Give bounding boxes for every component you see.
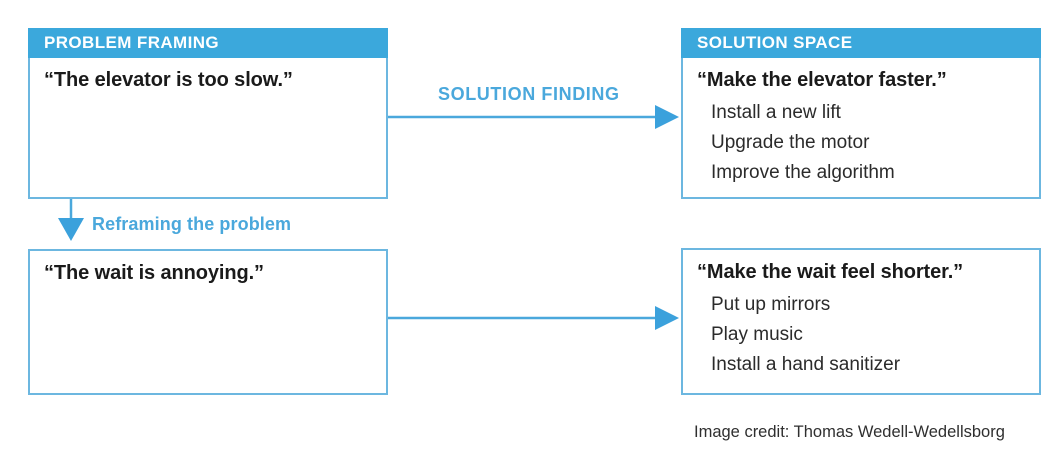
solution-statement-1: “Make the elevator faster.” [697, 69, 947, 91]
solution-space-header: SOLUTION SPACE [681, 28, 1041, 58]
reframing-label: Reframing the problem [92, 214, 292, 234]
problem-statement-1: “The elevator is too slow.” [44, 69, 293, 91]
solution-space-header-label: SOLUTION SPACE [697, 33, 853, 52]
list-item: Install a new lift [711, 101, 841, 123]
arrow-solution-finding [388, 105, 679, 129]
list-item: Install a hand sanitizer [711, 353, 901, 375]
problem-statement-2: “The wait is annoying.” [44, 262, 264, 284]
list-item: Put up mirrors [711, 293, 831, 315]
list-item: Play music [711, 323, 803, 345]
arrow-solution-finding-2 [388, 306, 679, 330]
solution-statement-2: “Make the wait feel shorter.” [697, 261, 964, 283]
solution-finding-label: SOLUTION FINDING [438, 84, 620, 104]
image-credit: Image credit: Thomas Wedell-Wedellsborg [694, 423, 1005, 441]
solution-space-box: SOLUTION SPACE “Make the elevator faster… [681, 28, 1041, 199]
problem-framing-header: PROBLEM FRAMING [28, 28, 388, 58]
solution-space-box-2: “Make the wait feel shorter.” Put up mir… [681, 248, 1041, 395]
problem-framing-body: “The elevator is too slow.” [28, 58, 388, 199]
solution-space-body: “Make the elevator faster.” Install a ne… [681, 58, 1041, 199]
problem-framing-header-label: PROBLEM FRAMING [44, 33, 220, 52]
solution-list-1: Install a new lift Upgrade the motor Imp… [697, 98, 1025, 188]
arrow-reframing [58, 199, 84, 241]
list-item: Improve the algorithm [711, 161, 895, 183]
reframed-problem-box: “The wait is annoying.” [28, 249, 388, 395]
problem-framing-box: PROBLEM FRAMING “The elevator is too slo… [28, 28, 388, 199]
solution-list-2: Put up mirrors Play music Install a hand… [697, 290, 1025, 380]
list-item: Upgrade the motor [711, 131, 870, 153]
